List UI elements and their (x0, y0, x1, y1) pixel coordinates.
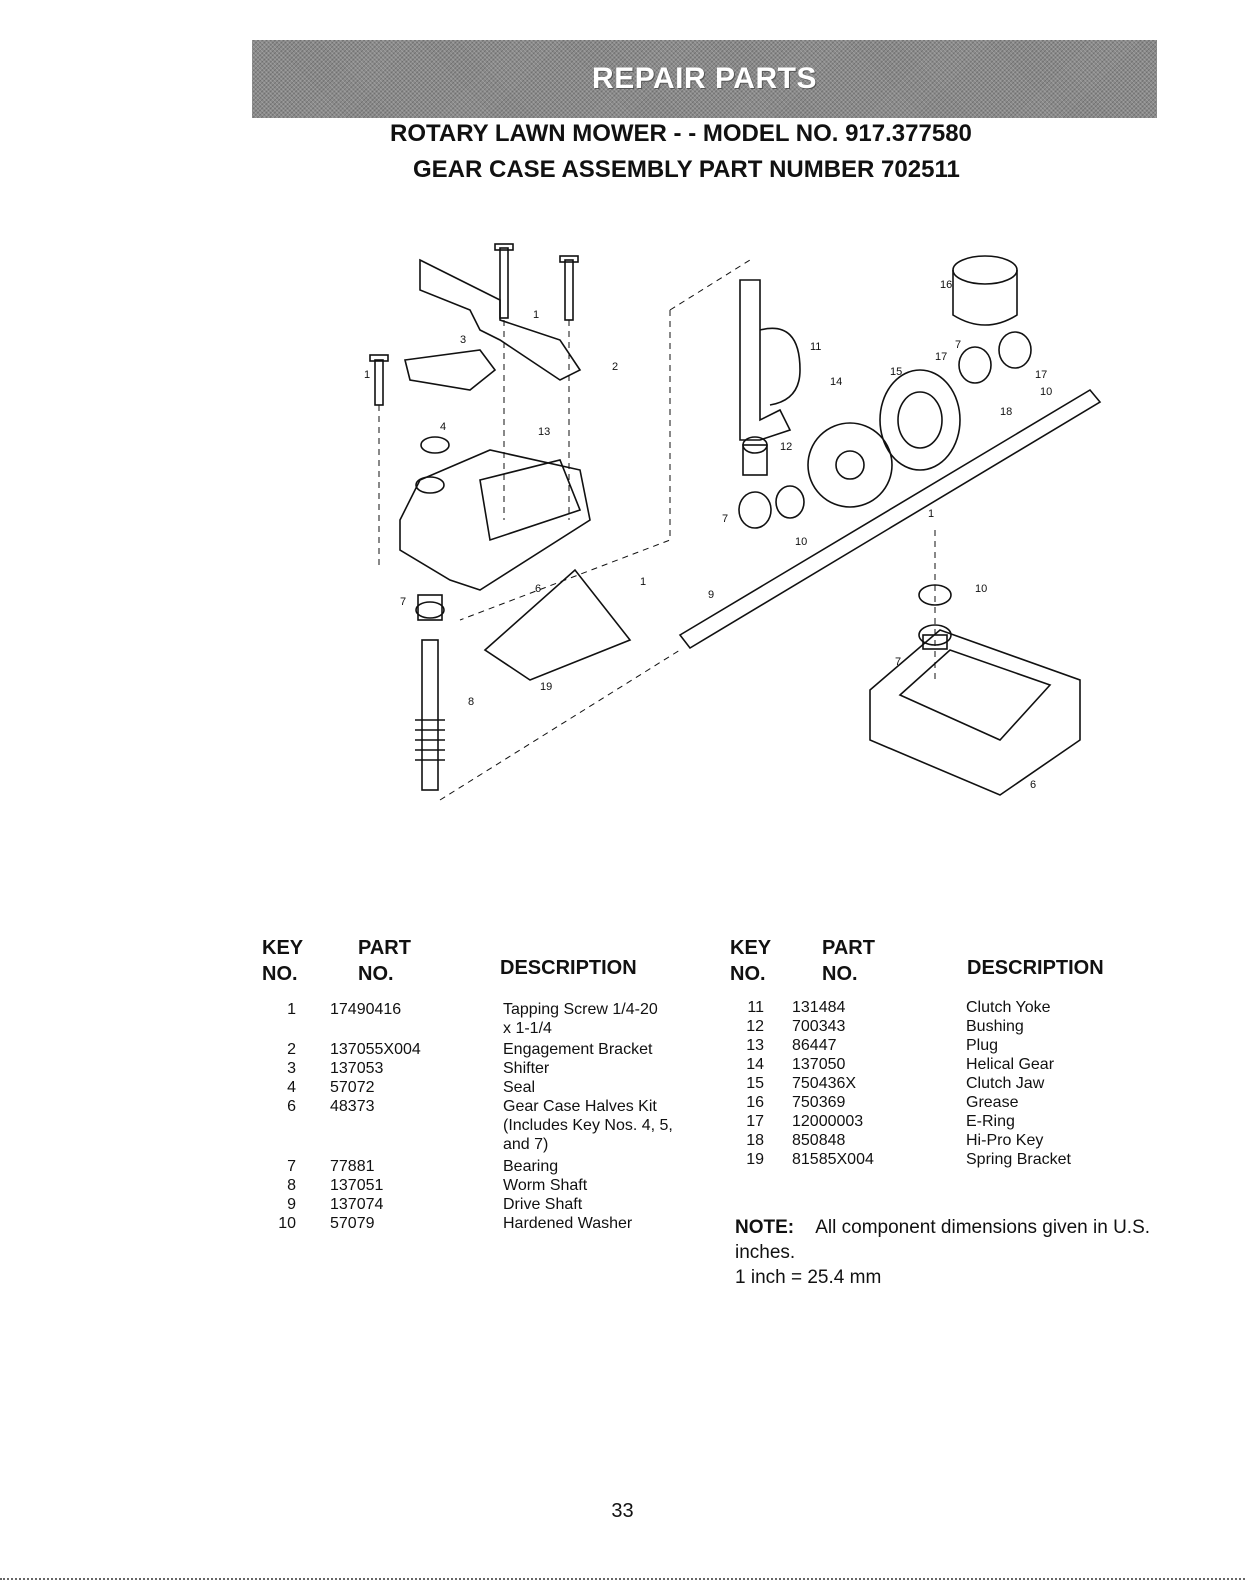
svg-text:6: 6 (1030, 779, 1036, 791)
gear-case-top-shape (399, 449, 591, 591)
svg-text:13: 13 (538, 426, 550, 438)
engagement-bracket-shape (419, 258, 582, 381)
svg-text:7: 7 (895, 656, 901, 668)
svg-text:7: 7 (955, 339, 961, 351)
svg-text:6: 6 (535, 583, 541, 595)
note-text: All component dimensions given in U.S. i… (735, 1217, 1151, 1263)
spring-bracket-shape (483, 568, 632, 681)
svg-text:18: 18 (1000, 406, 1012, 418)
bushing-shape (742, 444, 768, 476)
svg-text:19: 19 (540, 681, 552, 693)
svg-text:2: 2 (612, 361, 618, 373)
repair-parts-banner: REPAIR PARTS (252, 40, 1157, 118)
worm-shaft-shape (421, 639, 439, 791)
page-number: 33 (611, 1500, 634, 1522)
screw-shape (369, 243, 579, 406)
svg-text:1: 1 (533, 309, 539, 321)
svg-text:10: 10 (975, 583, 987, 595)
seal-shape (420, 436, 450, 454)
assembly-title: GEAR CASE ASSEMBLY PART NUMBER 702511 (413, 156, 960, 183)
clutch-yoke-shape (739, 279, 792, 441)
drive-shaft-shape (678, 388, 1102, 650)
svg-text:11: 11 (810, 341, 821, 353)
svg-text:1: 1 (928, 508, 934, 520)
note-conversion: 1 inch = 25.4 mm (735, 1267, 882, 1288)
model-title: ROTARY LAWN MOWER - - MODEL NO. 917.3775… (390, 120, 972, 147)
svg-text:7: 7 (400, 596, 406, 608)
gear-case-bottom-shape (869, 629, 1081, 796)
banner-title: REPAIR PARTS (592, 62, 817, 95)
shifter-shape (404, 349, 497, 391)
svg-text:7: 7 (722, 513, 728, 525)
svg-text:17: 17 (935, 351, 947, 363)
svg-text:3: 3 (460, 334, 466, 346)
svg-text:12: 12 (780, 441, 792, 453)
description-header: DESCRIPTION (500, 957, 637, 979)
svg-text:15: 15 (890, 366, 902, 378)
svg-text:4: 4 (440, 421, 446, 433)
svg-text:17: 17 (1035, 369, 1047, 381)
helical-gear-shape (807, 422, 893, 508)
svg-text:16: 16 (940, 279, 952, 291)
description-header-right: DESCRIPTION (967, 957, 1104, 979)
svg-text:14: 14 (830, 376, 842, 388)
svg-text:1: 1 (364, 369, 370, 381)
svg-text:9: 9 (708, 589, 714, 601)
dimension-note: NOTE: All component dimensions given in … (735, 1215, 1165, 1290)
svg-text:8: 8 (468, 696, 474, 708)
clutch-jaw-shape (879, 369, 961, 471)
grease-shape (952, 255, 1018, 285)
svg-text:1: 1 (640, 576, 646, 588)
svg-text:10: 10 (1040, 386, 1052, 398)
note-label: NOTE: (735, 1217, 795, 1238)
svg-text:10: 10 (795, 536, 807, 548)
page-edge-divider (0, 1578, 1245, 1580)
